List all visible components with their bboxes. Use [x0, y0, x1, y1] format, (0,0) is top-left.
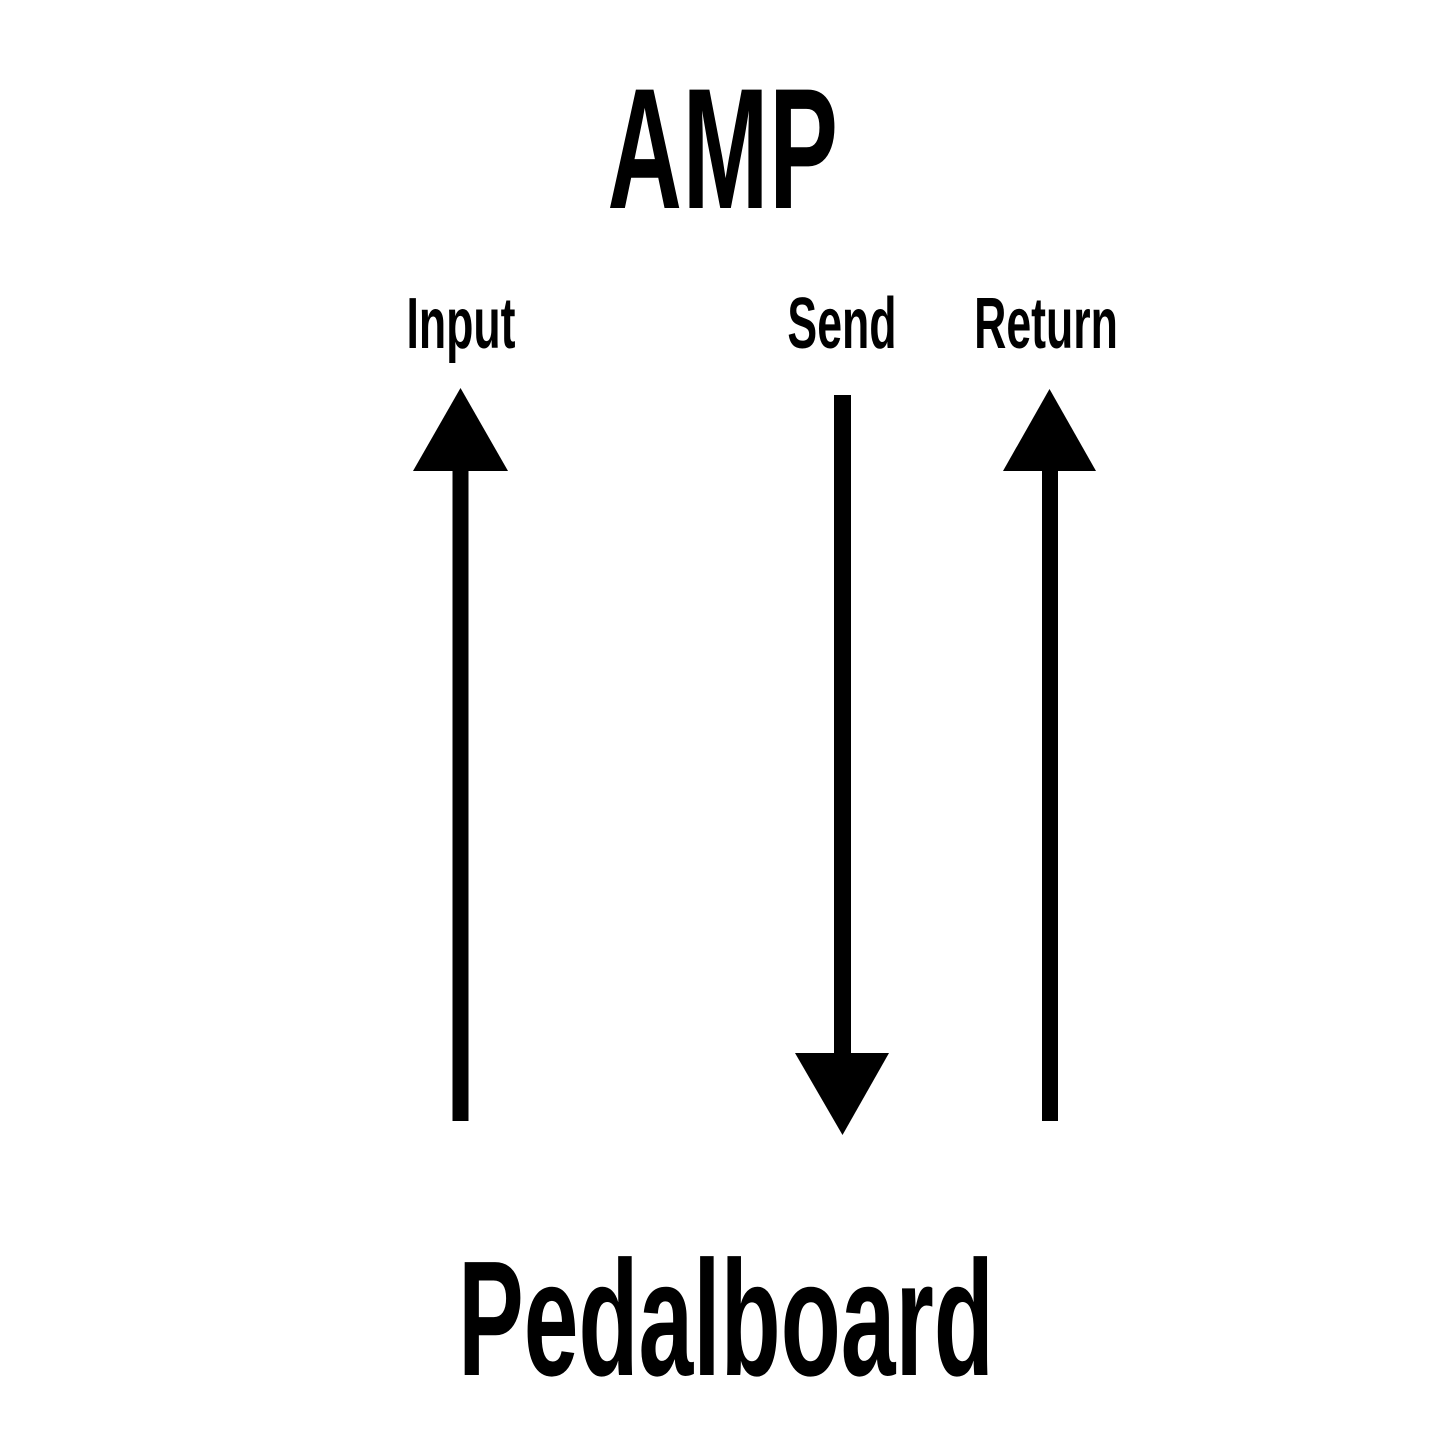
input-arrow-head-up — [413, 388, 508, 471]
amp-title: AMP — [607, 54, 838, 246]
send-arrow — [795, 395, 889, 1135]
return-arrow — [1003, 389, 1096, 1121]
send-arrow-shaft — [834, 395, 851, 1060]
pedalboard-title: Pedalboard — [458, 1227, 994, 1410]
input-arrow — [413, 388, 508, 1121]
send-port-label: Send — [787, 283, 896, 364]
return-arrow-head-up — [1003, 389, 1096, 471]
return-port-label: Return — [974, 283, 1118, 364]
send-arrow-head-down — [795, 1053, 889, 1135]
return-arrow-shaft — [1042, 455, 1058, 1121]
input-arrow-shaft — [452, 455, 469, 1121]
input-port-label: Input — [406, 283, 515, 364]
